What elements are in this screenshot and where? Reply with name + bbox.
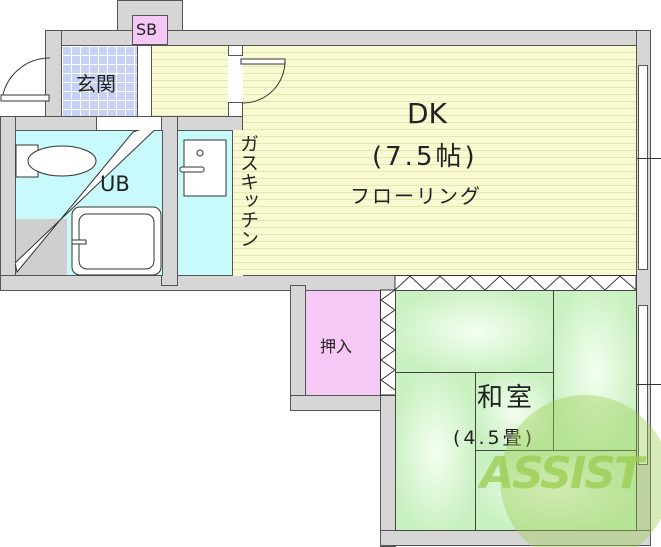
- tatami-mat: [475, 450, 637, 531]
- dk-room: [242, 45, 637, 276]
- window-mark: [628, 384, 661, 385]
- closet-left-wall: [290, 285, 306, 411]
- hallway: [151, 45, 229, 117]
- bath-door-opening: [96, 116, 162, 131]
- washitsu-title: 和室: [477, 383, 536, 413]
- bath-kitchen-wall: [161, 116, 178, 286]
- closet: [305, 290, 381, 396]
- kitchen-label: ガスキッチン: [237, 134, 259, 248]
- sink-icon: [179, 139, 227, 197]
- bottom-wall-upper: [0, 275, 396, 291]
- shoe-rack: [137, 45, 152, 117]
- tatami-mat: [395, 290, 554, 373]
- watermark-text: ASSIST: [480, 448, 644, 499]
- window-washitsu: [638, 305, 648, 465]
- left-wall: [0, 116, 16, 291]
- dk-door-icon: [240, 58, 286, 104]
- window-dk: [638, 65, 648, 270]
- closet-label: 押入: [320, 337, 353, 356]
- entrance-door-icon: [0, 57, 51, 102]
- bath-label: UB: [100, 172, 130, 196]
- sliding-doors-icon: [380, 275, 637, 396]
- washitsu-size: (4.5畳): [453, 427, 536, 449]
- entrance-label: 玄関: [76, 72, 116, 96]
- dk-title: DK: [407, 97, 447, 130]
- window-mark: [628, 158, 661, 159]
- door-opening: [228, 55, 243, 103]
- dk-floor-label: フローリング: [350, 184, 482, 208]
- watermark-logo: [500, 395, 661, 547]
- sb-label: SB: [136, 20, 158, 39]
- bath-floor: [16, 219, 67, 275]
- toilet-bathtub-icon: [15, 130, 162, 276]
- washitsu-left-wall: [380, 395, 396, 547]
- tatami-mat: [553, 290, 637, 451]
- entrance: [61, 45, 138, 117]
- tatami-mat: [395, 372, 476, 531]
- dk-size: (7.5帖): [372, 142, 478, 172]
- sb-box: [132, 15, 168, 45]
